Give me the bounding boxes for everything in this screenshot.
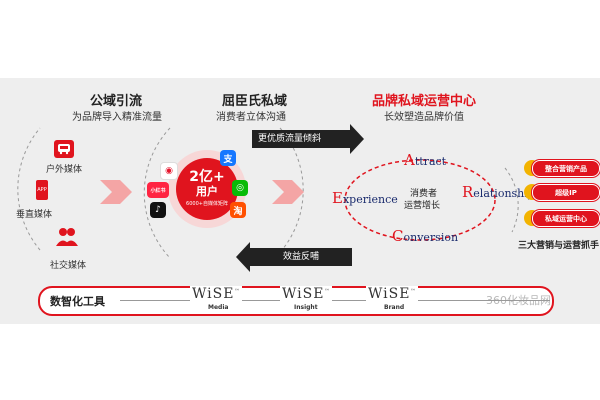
wise-brand-word: WiSE <box>368 286 411 302</box>
wise-insight-logo: WiSE™ <box>280 286 333 302</box>
xiaohongshu-icon: 小红书 <box>147 182 169 198</box>
relationship-label: Relationship <box>462 182 535 201</box>
middle-section-subtitle: 消费者立体沟通 <box>216 112 286 123</box>
tiktok-icon: ♪ <box>150 202 166 218</box>
attract-label: Attract <box>404 150 446 169</box>
middle-dashed-arc-right <box>279 127 304 251</box>
wise-media-sub: Media <box>208 304 229 311</box>
chevron-left-arrow <box>100 180 132 204</box>
right-outer-arc <box>504 167 519 233</box>
users-unit: 用户 <box>196 185 218 198</box>
vertical-media-label: 垂直媒体 <box>16 210 53 220</box>
app-icon-text: APP <box>37 187 47 193</box>
outdoor-media-label: 户外媒体 <box>46 165 83 175</box>
left-section-title: 公域引流 <box>90 94 143 109</box>
top-arrow-head <box>350 124 364 154</box>
conversion-initial: C <box>392 227 404 245</box>
experience-label: Experience <box>332 188 398 207</box>
digital-tools-bar: 数智化工具 WiSE™ Media WiSE™ Insight WiSE™ Br… <box>38 286 554 316</box>
product-pill-super-ip: 超级IP <box>532 184 600 201</box>
users-caption: 6000+自媒体矩阵 <box>186 201 228 207</box>
attract-rest: ttract <box>414 155 447 168</box>
top-arrow-label: 更优质流量倾斜 <box>252 130 350 148</box>
center-text-line2: 运营增长 <box>404 201 441 211</box>
tools-divider-line <box>120 300 550 301</box>
wise-brand-sub: Brand <box>384 304 405 311</box>
center-text-line1: 消费者 <box>410 189 438 199</box>
left-dashed-arc <box>17 127 41 251</box>
wise-brand-logo: WiSE™ <box>366 286 419 302</box>
right-dashed-ellipse <box>344 159 496 241</box>
product-pill-private-domain-center: 私域运营中心 <box>532 210 600 227</box>
wise-insight-sub: Insight <box>294 304 318 311</box>
wise-media-logo: WiSE™ <box>190 286 243 302</box>
wise-insight-word: WiSE <box>282 286 325 302</box>
social-media-label: 社交媒体 <box>50 261 87 271</box>
left-section-subtitle: 为品牌导入精准流量 <box>72 112 162 123</box>
taobao-icon: 淘 <box>230 202 246 218</box>
bus-icon <box>54 140 74 158</box>
experience-initial: E <box>332 189 343 207</box>
wise-media-tm: ™ <box>234 288 241 295</box>
products-caption: 三大营销与运营抓手 <box>518 241 600 251</box>
attract-initial: A <box>404 151 415 169</box>
relationship-rest: elationship <box>473 187 535 200</box>
conversion-label: Conversion <box>392 226 458 245</box>
product-pill-integrated-marketing: 整合营销产品 <box>532 160 600 177</box>
bottom-arrow-label: 效益反哺 <box>250 248 352 266</box>
wechat-icon: ◎ <box>232 180 248 196</box>
weibo-icon: ◉ <box>160 162 178 180</box>
wise-media-word: WiSE <box>192 286 235 302</box>
bottom-arrow-head <box>236 242 250 272</box>
mobile-app-icon: APP <box>36 180 48 200</box>
wise-insight-tm: ™ <box>324 288 331 295</box>
right-section-subtitle: 长效塑造品牌价值 <box>384 112 464 123</box>
right-section-title: 品牌私域运营中心 <box>372 94 477 109</box>
users-count: 2亿+ <box>189 169 225 185</box>
middle-section-title: 屈臣氏私域 <box>222 94 288 109</box>
digital-tools-label: 数智化工具 <box>50 295 105 308</box>
people-icon <box>56 226 78 246</box>
wise-brand-tm: ™ <box>410 288 417 295</box>
middle-dashed-arc-left <box>143 127 171 259</box>
watermark-text: 360化妆品网 <box>486 294 551 307</box>
chevron-middle-arrow <box>272 180 304 204</box>
experience-rest: xperience <box>342 193 398 206</box>
users-circle: 2亿+ 用户 6000+自媒体矩阵 <box>176 158 238 220</box>
relationship-initial: R <box>462 183 474 201</box>
gray-background-band <box>0 78 600 324</box>
alipay-icon: 支 <box>220 150 236 166</box>
conversion-rest: onversion <box>403 231 459 244</box>
